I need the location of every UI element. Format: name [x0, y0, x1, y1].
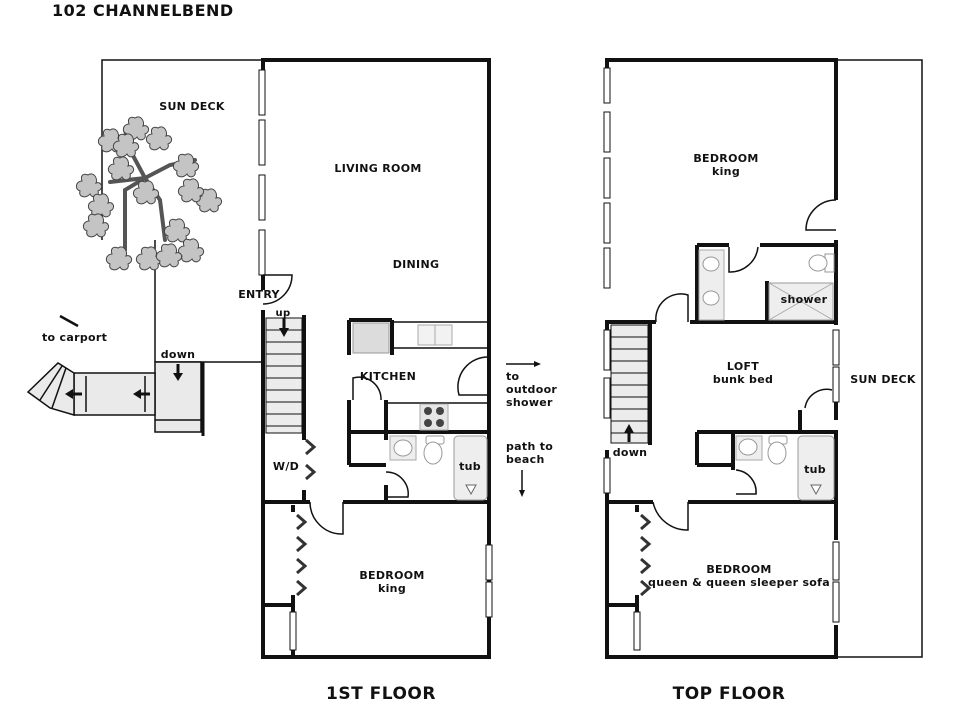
carport-arrow-icon [59, 314, 79, 328]
label-living-room: LIVING ROOM [334, 162, 422, 175]
top-bath-fixtures [698, 249, 835, 321]
label-1st-floor: 1ST FLOOR [326, 684, 436, 704]
label-wd: W/D [272, 460, 300, 473]
label-down-top: down [612, 446, 648, 459]
label-bedroom-first: BEDROOM king [359, 569, 424, 595]
bathroom-first-floor [385, 435, 488, 501]
top-lower-bath-fixtures [735, 435, 835, 501]
label-up: up [275, 308, 291, 319]
outdoor-arrows [506, 361, 541, 497]
bedroom-first-name: BEDROOM [359, 569, 425, 582]
outdoor-shower-line-1: to [506, 370, 520, 383]
bedroom-door [309, 501, 344, 535]
label-top-floor: TOP FLOOR [672, 684, 786, 704]
first-floor-walls [261, 58, 491, 659]
label-sun-deck-top: SUN DECK [850, 373, 916, 386]
bedroom-bottom-bed: queen & queen sleeper sofa [648, 576, 830, 589]
bedroom-first-bed: king [378, 582, 406, 595]
living-room-windows [258, 69, 493, 651]
bedroom-top-name: BEDROOM [693, 152, 759, 165]
label-tub-first: tub [459, 460, 481, 473]
label-shower: shower [780, 293, 828, 306]
entry-door [262, 274, 293, 305]
top-floor-plan [603, 58, 923, 659]
bedroom-bottom-name: BEDROOM [706, 563, 772, 576]
walkway-arrows [65, 364, 183, 399]
loft-bed: bunk bed [712, 373, 774, 386]
label-down-walkway: down [160, 348, 196, 361]
bedroom-top-bed: king [712, 165, 740, 178]
label-sun-deck-first: SUN DECK [159, 100, 225, 113]
label-entry: ENTRY [238, 288, 280, 301]
label-bedroom-top: BEDROOM king [693, 152, 758, 178]
outdoor-shower-line-3: shower [506, 396, 553, 409]
label-bedroom-bottom: BEDROOM queen & queen sleeper sofa [648, 563, 830, 589]
stairs-first-floor [265, 317, 303, 434]
kitchen-fixtures [352, 321, 490, 431]
label-dining: DINING [392, 258, 440, 271]
first-floor-plan [26, 58, 541, 659]
label-outdoor-shower: to outdoor shower [506, 370, 557, 409]
page-title: 102 CHANNELBEND [52, 1, 234, 20]
label-kitchen: KITCHEN [359, 370, 417, 383]
tree-icon [75, 116, 223, 271]
top-floor-doors [652, 199, 837, 531]
label-tub-top: tub [804, 463, 826, 476]
top-sun-deck-outline [836, 59, 923, 658]
label-to-carport: to carport [42, 331, 108, 344]
outdoor-shower-line-2: outdoor [506, 383, 558, 396]
label-path-to-beach: path to beach [506, 440, 553, 466]
label-loft: LOFT bunk bed [713, 360, 773, 386]
path-to-beach-line-1: path to [506, 440, 554, 453]
top-floor-windows [603, 67, 840, 651]
loft-name: LOFT [726, 360, 760, 373]
stairs-top-floor [610, 324, 649, 444]
path-to-beach-line-2: beach [506, 453, 545, 466]
